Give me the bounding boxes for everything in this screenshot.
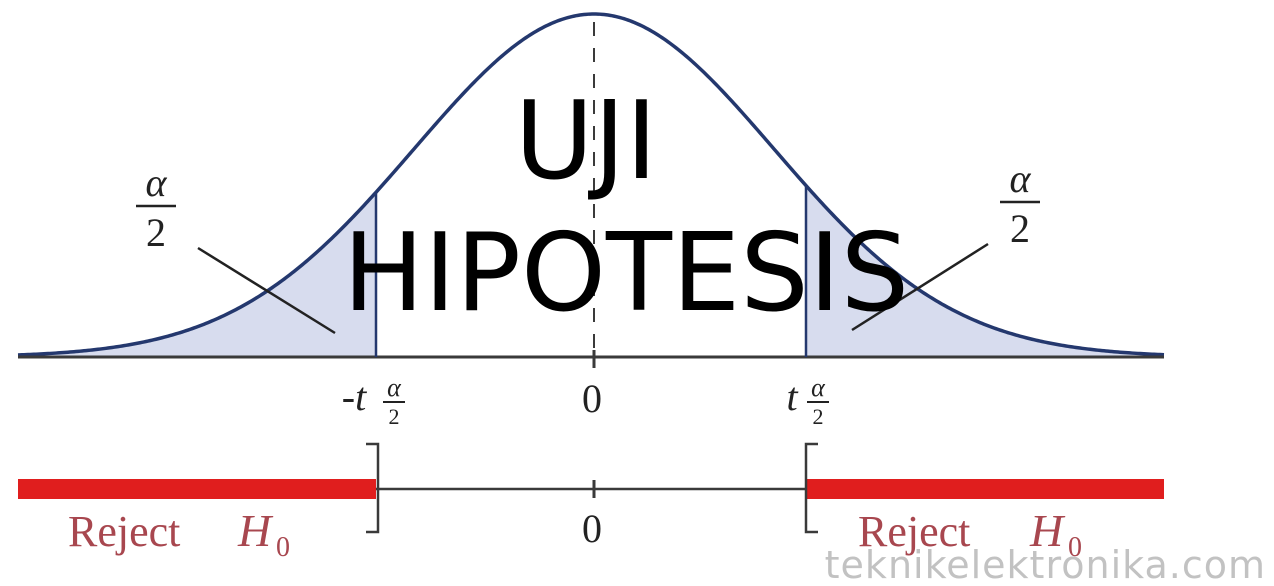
watermark-text: teknikelektronika.com xyxy=(825,543,1266,586)
left-reject-bar xyxy=(18,479,376,499)
right-critical-value-label: t α 2 xyxy=(786,373,829,429)
right-tail-alpha-numerator: α xyxy=(1010,156,1032,201)
left-critical-value-label: -t α 2 xyxy=(342,373,405,429)
right-reject-text: Reject xyxy=(858,507,970,556)
left-critical-numerator: α xyxy=(387,373,402,402)
normal-distribution-curve xyxy=(17,12,1165,357)
right-reject-bar xyxy=(806,479,1164,499)
number-line-center-label: 0 xyxy=(582,506,602,551)
left-reject-subscript: 0 xyxy=(276,532,290,563)
left-open-bracket xyxy=(366,442,380,534)
right-tail-shaded-area xyxy=(806,185,1164,357)
title-line-2: HIPOTESIS xyxy=(343,211,909,336)
right-critical-denominator: 2 xyxy=(813,404,824,429)
right-tail-alpha-label: α 2 xyxy=(1000,156,1040,251)
right-critical-numerator: α xyxy=(811,373,826,402)
left-reject-label: Reject H 0 xyxy=(68,505,290,563)
right-reject-symbol: H xyxy=(1029,505,1066,556)
left-critical-prefix: -t xyxy=(342,374,367,419)
right-closed-bracket xyxy=(804,442,818,534)
left-tail-shaded-area xyxy=(18,192,376,357)
right-reject-label: Reject H 0 xyxy=(858,505,1082,563)
right-critical-prefix: t xyxy=(786,374,798,419)
left-tail-alpha-numerator: α xyxy=(146,160,168,205)
right-tail-pointer xyxy=(851,242,989,332)
center-axis-label: 0 xyxy=(582,376,602,421)
left-tail-alpha-denominator: 2 xyxy=(146,210,166,255)
left-reject-symbol: H xyxy=(237,505,274,556)
right-tail-alpha-denominator: 2 xyxy=(1010,206,1030,251)
left-critical-denominator: 2 xyxy=(389,404,400,429)
left-reject-text: Reject xyxy=(68,507,180,556)
left-tail-pointer xyxy=(197,246,336,335)
left-tail-alpha-label: α 2 xyxy=(136,160,176,255)
right-reject-subscript: 0 xyxy=(1068,532,1082,563)
title-line-1: UJI xyxy=(515,79,658,204)
